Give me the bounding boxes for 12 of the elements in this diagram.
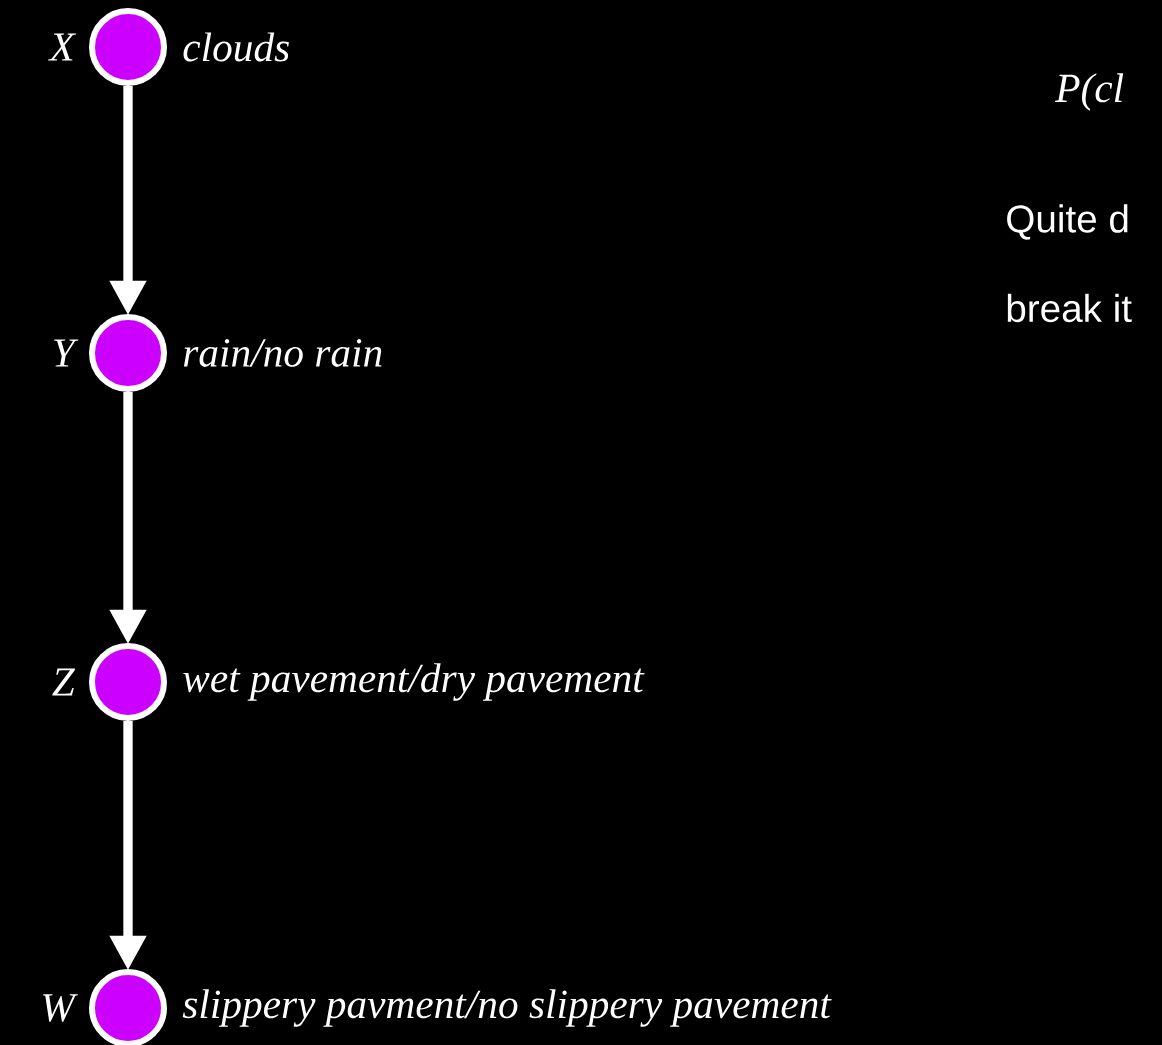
variable-label: Z bbox=[52, 668, 76, 696]
state-label: rain/no rain bbox=[183, 339, 382, 367]
variable-label: X bbox=[48, 33, 77, 61]
variable-label: W bbox=[43, 994, 78, 1022]
node-circle bbox=[89, 969, 167, 1045]
state-label: wet pavement/dry pavement bbox=[183, 663, 645, 701]
cut-off-text: break it bbox=[1007, 293, 1132, 323]
state-label: clouds bbox=[183, 32, 289, 62]
cut-off-text: Quite d bbox=[1007, 204, 1128, 240]
state-label: slippery pavment/no slippery pavement bbox=[182, 989, 832, 1027]
cut-off-text: P(cl bbox=[1055, 73, 1124, 111]
variable-label: Y bbox=[54, 339, 79, 367]
